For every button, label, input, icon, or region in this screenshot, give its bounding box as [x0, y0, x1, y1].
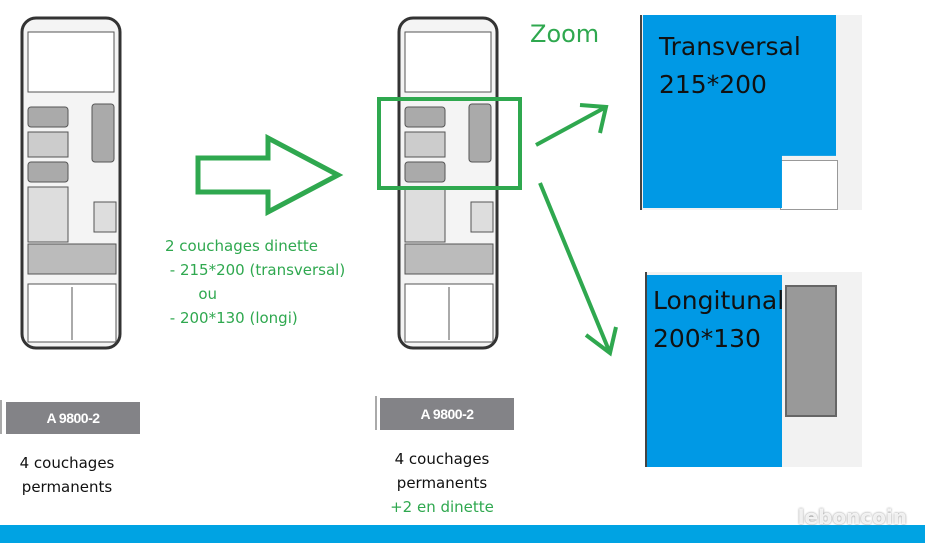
- divider: [0, 400, 2, 434]
- arrow-right-icon: [195, 133, 344, 217]
- note-line: - 215*200 (transversal): [165, 261, 346, 279]
- bed-size: 200*130: [653, 324, 761, 353]
- divider: [375, 396, 377, 430]
- dinette-note: 2 couchages dinette - 215*200 (transvers…: [165, 234, 345, 330]
- floor-detail: [780, 160, 838, 210]
- caption-line: permanents: [21, 478, 113, 496]
- bed-size: 215*200: [659, 70, 767, 99]
- caption-left: 4 couchages permanents: [8, 451, 126, 499]
- longitudinal-label: Longitunal 200*130: [653, 282, 784, 358]
- zoom-label: Zoom: [530, 20, 600, 48]
- watermark: leboncoin: [797, 505, 907, 529]
- model-label-left: A 9800-2: [6, 402, 140, 434]
- transversal-label: Transversal 215*200: [659, 28, 801, 104]
- footer-band: [0, 525, 925, 543]
- note-line: 2 couchages dinette: [165, 237, 318, 255]
- note-line: ou: [165, 285, 218, 303]
- floor-plan-middle: [397, 16, 499, 350]
- zoom-arrows-icon: [535, 103, 618, 357]
- caption-extra: +2 en dinette: [390, 498, 494, 516]
- bench-detail: [785, 285, 837, 417]
- floor-plan-left: [20, 16, 122, 350]
- model-label-middle: A 9800-2: [380, 398, 514, 430]
- bed-title: Longitunal: [653, 286, 785, 315]
- caption-middle: 4 couchages permanents +2 en dinette: [383, 447, 501, 519]
- longitudinal-bed-area: [647, 275, 782, 467]
- caption-line: permanents: [396, 474, 488, 492]
- caption-line: 4 couchages: [394, 450, 490, 468]
- caption-line: 4 couchages: [19, 454, 115, 472]
- note-line: - 200*130 (longi): [165, 309, 298, 327]
- zoom-highlight-box: [377, 97, 522, 190]
- bed-title: Transversal: [659, 32, 801, 61]
